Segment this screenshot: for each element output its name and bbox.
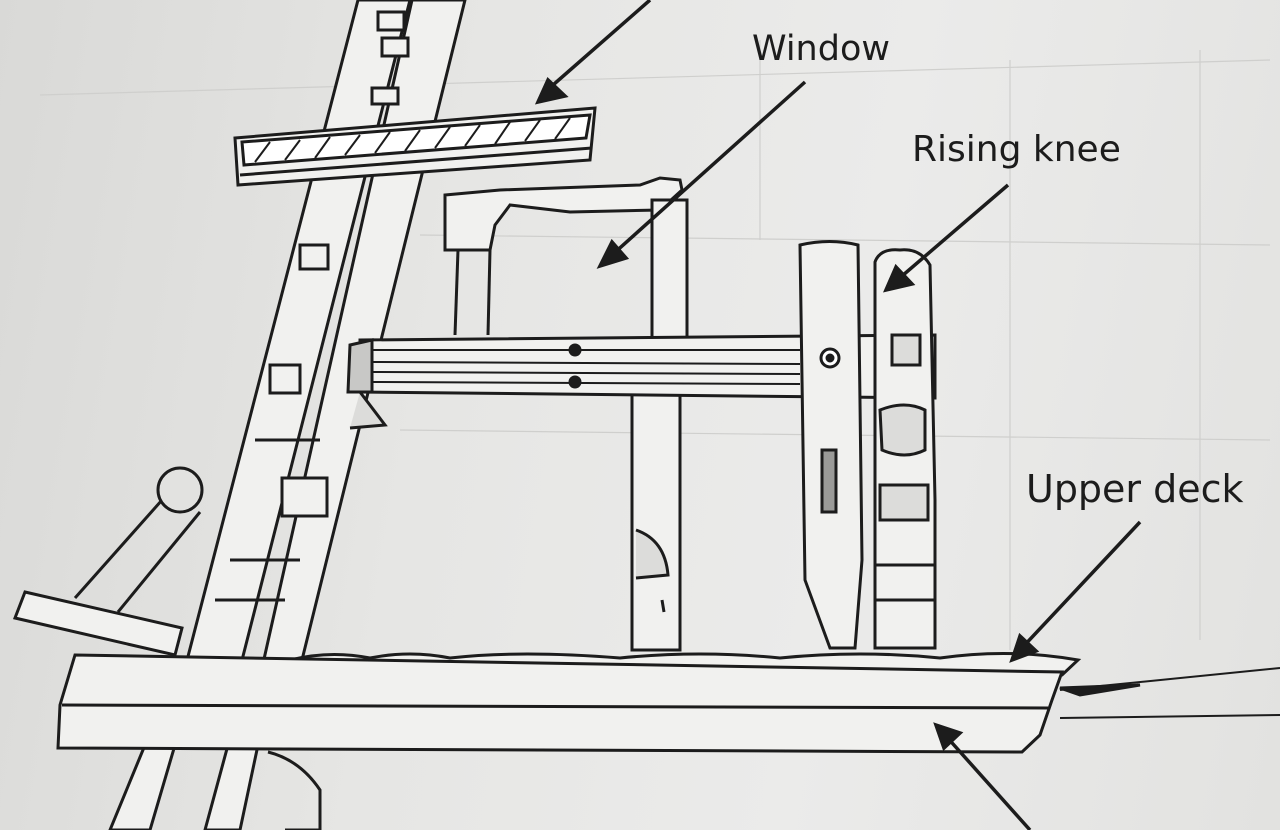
leader-arrows <box>534 0 1142 830</box>
beam-arrow <box>943 733 1032 830</box>
window-label: Window <box>752 29 891 69</box>
rising-knee-timber <box>873 248 937 650</box>
upper-deck-structure <box>56 651 1280 754</box>
rising-knee-arrow <box>893 183 1010 284</box>
upper-deck-label: Upper deck <box>1026 467 1244 511</box>
rail-arrow <box>543 0 652 94</box>
rising-knee-label: Rising knee <box>912 129 1121 170</box>
hatched-rail <box>233 106 597 187</box>
window-post <box>630 198 689 652</box>
horizontal-beam <box>346 333 937 430</box>
upper-deck-arrow <box>1018 520 1142 652</box>
lower-strut <box>12 466 204 657</box>
rail-bracket <box>443 176 684 336</box>
standard-timber <box>798 240 864 650</box>
window-arrow <box>610 80 807 257</box>
